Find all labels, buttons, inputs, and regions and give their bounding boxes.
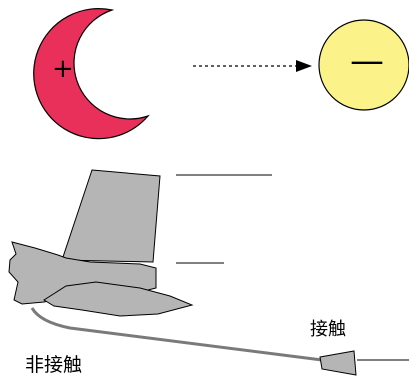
connecting-wire — [30, 307, 323, 362]
contact-nozzle — [319, 350, 357, 376]
positive-symbol: + — [52, 54, 74, 84]
negative-circle-shape — [318, 19, 409, 111]
attraction-arrow-head — [296, 60, 312, 72]
contact-label: 接触 — [310, 319, 346, 340]
negative-symbol: — — [350, 41, 384, 81]
positive-crescent-shape — [33, 8, 150, 140]
non-contact-label: 非接触 — [25, 354, 83, 376]
object-fin — [61, 169, 161, 263]
object-wing — [43, 281, 194, 317]
